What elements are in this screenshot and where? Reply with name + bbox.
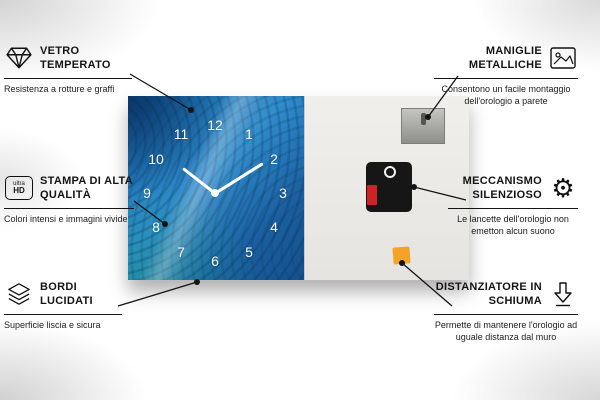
clock-number: 12 xyxy=(207,117,223,133)
clock-front-view: 12 1 2 3 4 5 6 7 8 9 10 11 xyxy=(128,96,304,280)
ultra-hd-icon: ultra HD xyxy=(4,176,34,201)
diamond-icon xyxy=(4,47,34,69)
feature-title: BORDI LUCIDATI xyxy=(40,281,93,308)
feature-header: DISTANZIATORE IN SCHIUMA xyxy=(434,280,578,315)
clock-number: 2 xyxy=(270,151,278,167)
feature-title: STAMPA DI ALTA QUALITÀ xyxy=(40,175,133,202)
feature-header: MANIGLIE METALLICHE xyxy=(434,44,578,79)
minute-hand xyxy=(214,162,264,195)
hanger-keyhole-slot xyxy=(420,113,426,125)
clock-number: 10 xyxy=(148,151,164,167)
clock-product-photo: 12 1 2 3 4 5 6 7 8 9 10 11 xyxy=(128,96,469,280)
feature-title: VETRO TEMPERATO xyxy=(40,45,111,72)
feature-high-quality-print: ultra HD STAMPA DI ALTA QUALITÀ Colori i… xyxy=(4,174,134,225)
clock-number: 9 xyxy=(143,185,151,201)
feature-title: DISTANZIATORE IN SCHIUMA xyxy=(435,281,542,308)
feature-description: Consentono un facile montaggio dell'orol… xyxy=(441,83,571,106)
clock-number: 3 xyxy=(279,185,287,201)
clock-number: 7 xyxy=(177,244,185,260)
clock-back-view xyxy=(304,96,469,280)
hour-hand xyxy=(182,167,216,195)
gear-icon: ⚙ xyxy=(551,173,575,204)
mechanism-hanging-hole xyxy=(384,166,396,178)
clock-number: 5 xyxy=(245,244,253,260)
feature-title: MANIGLIE METALLICHE xyxy=(468,45,542,72)
foam-spacer xyxy=(392,246,411,265)
down-arrow-icon xyxy=(548,281,578,307)
picture-frame-icon xyxy=(548,47,578,69)
clock-number: 8 xyxy=(152,219,160,235)
clock-number: 4 xyxy=(270,219,278,235)
feature-header: ultra HD STAMPA DI ALTA QUALITÀ xyxy=(4,174,134,209)
feature-description: Colori intensi e immagini vivide xyxy=(4,213,128,224)
feature-header: VETRO TEMPERATO xyxy=(4,44,132,79)
feature-tempered-glass: VETRO TEMPERATO Resistenza a rotture e g… xyxy=(4,44,132,95)
feature-polished-edges: BORDI LUCIDATI Superficie liscia e sicur… xyxy=(4,280,122,331)
battery xyxy=(367,185,377,205)
feature-silent-mechanism: MECCANISMO SILENZIOSO ⚙ Le lancette dell… xyxy=(448,174,578,237)
clock-number: 11 xyxy=(173,126,189,142)
feature-metal-handles: MANIGLIE METALLICHE Consentono un facile… xyxy=(434,44,578,107)
feature-foam-spacer: DISTANZIATORE IN SCHIUMA Permette di man… xyxy=(434,280,578,343)
feature-description: Le lancette dell'orologio non emetton al… xyxy=(457,213,569,236)
feature-title: MECCANISMO SILENZIOSO xyxy=(462,175,542,202)
clock-number: 1 xyxy=(245,126,253,142)
feature-description: Superficie liscia e sicura xyxy=(4,319,101,330)
feature-description: Resistenza a rotture e graffi xyxy=(4,83,115,94)
connector-line xyxy=(117,281,198,307)
layers-icon xyxy=(4,282,34,306)
clock-mechanism xyxy=(366,162,412,212)
feature-description: Permette di mantenere l'orologio ad ugua… xyxy=(434,319,578,342)
clock-number: 6 xyxy=(211,253,219,269)
feature-header: MECCANISMO SILENZIOSO ⚙ xyxy=(448,174,578,209)
metal-hanger-plate xyxy=(401,108,445,144)
hands-center-cap xyxy=(211,189,219,197)
feature-header: BORDI LUCIDATI xyxy=(4,280,122,315)
